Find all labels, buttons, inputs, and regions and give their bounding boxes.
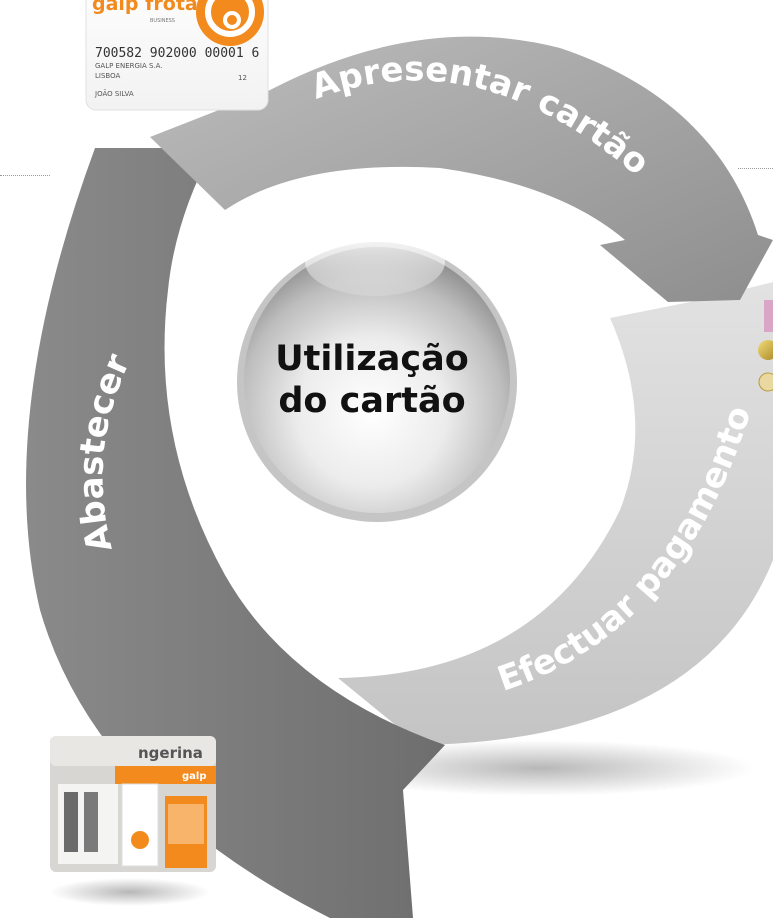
center-title-line1: Utilização (275, 339, 469, 379)
photo-shadow (50, 878, 210, 906)
card-holder: JOÃO SILVA (94, 89, 134, 98)
center-sphere (237, 228, 517, 522)
card-number: 700582 902000 00001 6 (95, 46, 259, 61)
station-brand: galp (182, 771, 207, 782)
divider-right (738, 168, 773, 169)
center-title-line2: do cartão (278, 381, 465, 421)
arrow-abastecer (26, 148, 445, 918)
card-company: GALP ENERGIA S.A. (95, 62, 163, 70)
card-city: LISBOA (95, 72, 120, 80)
arrow-efectuar-pagamento (338, 282, 773, 745)
arrow-apresentar-cartao (150, 36, 773, 302)
card-expiry: 12 (238, 74, 247, 82)
fuel-station-photo: ngerina galp (50, 736, 216, 872)
card-brand: galp frota (92, 0, 198, 15)
coins-photo (758, 300, 773, 392)
divider-left (0, 175, 50, 176)
card-brand-sub: BUSINESS (150, 18, 175, 24)
station-sign: ngerina (138, 744, 203, 762)
fuel-card-photo: galp frota BUSINESS 700582 902000 00001 … (85, 0, 269, 111)
